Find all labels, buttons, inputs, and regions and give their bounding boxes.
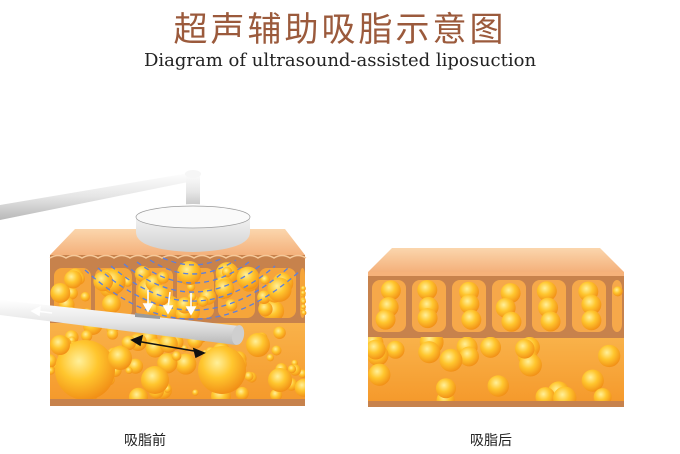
skin-surface-top — [368, 248, 624, 272]
fat-cell — [417, 280, 438, 301]
fat-cell — [175, 353, 197, 375]
fat-cell — [125, 367, 133, 375]
fat-cell — [418, 341, 441, 364]
fat-cell — [258, 301, 273, 317]
fat-compartments-after — [372, 280, 623, 332]
fascia-layer — [50, 399, 305, 406]
fat-cell — [236, 266, 260, 290]
fat-cell — [188, 292, 197, 301]
fat-cell — [177, 260, 202, 286]
fat-cell — [518, 353, 542, 377]
downward-arrows — [142, 290, 197, 316]
fat-cell — [535, 387, 556, 401]
fat-cell — [271, 345, 282, 356]
fat-cell — [122, 277, 133, 287]
fat-cell — [128, 387, 148, 399]
deep-fat-cells-after — [368, 337, 621, 401]
fascia-layer — [368, 401, 624, 407]
fat-cell — [225, 299, 238, 312]
title-chinese: 超声辅助吸脂示意图 — [173, 10, 507, 50]
fat-cell — [368, 339, 386, 360]
fat-cell — [514, 339, 535, 359]
fat-cell — [459, 294, 480, 315]
wave-arc — [149, 259, 237, 275]
fat-cell — [80, 292, 90, 302]
dermis-layer — [50, 255, 305, 265]
fat-cell — [553, 386, 577, 401]
fat-cell — [581, 310, 602, 331]
fat-cell — [159, 334, 178, 353]
fat-cell — [480, 337, 502, 358]
fat-cell — [93, 271, 114, 292]
fat-cell — [540, 311, 561, 332]
ultrasound-probe — [0, 170, 251, 252]
fat-cell — [221, 266, 233, 278]
fat-cell — [612, 286, 623, 297]
back-and-forth-arrow-icon — [130, 334, 206, 359]
fat-cell — [198, 346, 246, 394]
wave-arc — [123, 263, 263, 293]
fat-cell — [536, 281, 557, 302]
fat-cell — [50, 335, 70, 355]
fat-cell — [267, 277, 292, 302]
fat-cell — [108, 346, 132, 370]
fat-cell — [246, 333, 270, 357]
fat-cell — [581, 294, 602, 315]
fat-compartments-before — [50, 260, 307, 323]
wave-arc — [97, 267, 289, 311]
fat-cell — [461, 309, 482, 330]
fat-cell — [294, 378, 305, 397]
title-english: Diagram of ultrasound-assisted liposucti… — [143, 50, 537, 71]
fat-cell — [141, 366, 169, 394]
fat-cell — [134, 265, 151, 283]
fat-cell — [50, 354, 57, 368]
caption-after: 吸脂后 — [470, 433, 512, 449]
cannula — [0, 300, 245, 345]
fat-cell — [417, 308, 438, 329]
wave-arc — [162, 257, 224, 266]
fat-cell — [598, 344, 621, 368]
fat-cell — [260, 275, 270, 285]
fat-cell — [368, 363, 391, 386]
wave-arc — [110, 265, 276, 302]
fat-cell — [501, 311, 522, 332]
fat-cell — [197, 295, 209, 307]
fat-cell — [487, 375, 510, 397]
fat-cell — [244, 371, 254, 381]
fat-cell — [106, 328, 119, 340]
fat-cell — [171, 351, 182, 361]
fat-cell — [300, 285, 306, 291]
fat-cell — [287, 364, 297, 374]
ultrasound-waves — [84, 257, 302, 320]
fat-cell — [300, 304, 306, 310]
fat-cell — [301, 310, 307, 316]
fat-cell — [380, 280, 401, 301]
fat-cell — [50, 283, 71, 303]
fat-cell — [55, 340, 115, 399]
wave-arc — [84, 269, 302, 320]
fat-cell — [375, 309, 396, 330]
fat-cell — [581, 369, 604, 392]
caption-before: 吸脂前 — [124, 433, 166, 449]
fat-cell — [268, 368, 292, 392]
fat-cell — [593, 388, 612, 401]
fat-cell — [273, 326, 286, 339]
fat-cell — [439, 348, 463, 372]
suction-arrow-icon — [30, 305, 53, 317]
fat-cell — [102, 294, 121, 314]
tissue-block-after — [368, 248, 624, 407]
fat-cell — [459, 346, 479, 367]
fat-cell — [266, 353, 274, 362]
fat-cell — [301, 299, 307, 305]
fat-cell — [64, 270, 83, 289]
fat-cell — [50, 367, 55, 375]
fat-cell — [386, 340, 405, 359]
fat-cell — [81, 330, 93, 342]
fat-cell — [192, 389, 199, 396]
fat-cell — [235, 386, 249, 399]
fat-cell — [300, 290, 306, 296]
fat-cell — [435, 378, 456, 399]
